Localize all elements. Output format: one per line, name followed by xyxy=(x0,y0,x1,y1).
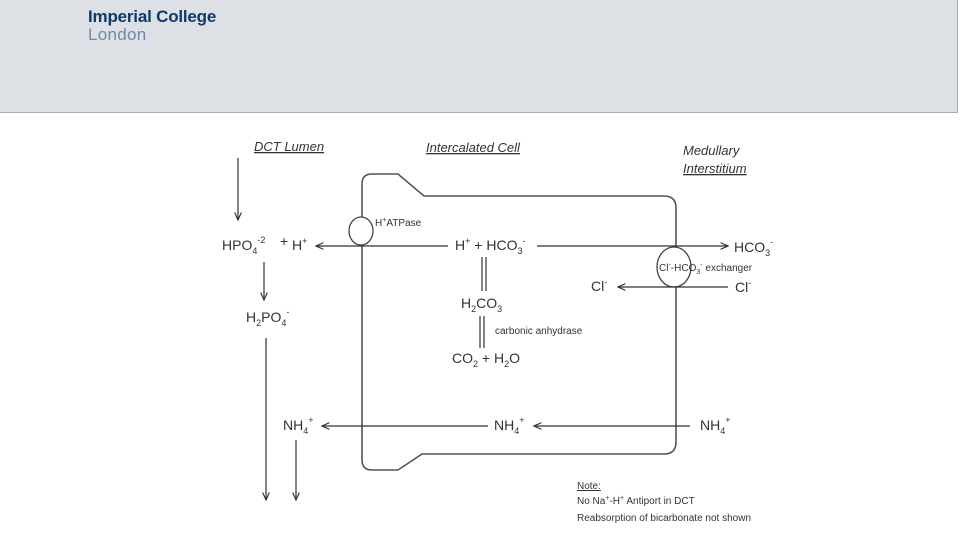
h2po4-label: H2PO4- xyxy=(246,307,289,328)
heading-dct-lumen: DCT Lumen xyxy=(254,139,324,154)
hpo4-label: HPO4-2 xyxy=(222,235,265,256)
h-hco3-label: H+ + HCO3- xyxy=(455,236,525,256)
plus-sign: + xyxy=(280,233,288,249)
hco3-interstitium: HCO3- xyxy=(734,237,773,258)
heading-interstitium: Interstitium xyxy=(683,161,747,176)
nh4-interstitium: NH4+ xyxy=(700,415,731,436)
cl-intracellular: Cl- xyxy=(591,277,607,294)
nh4-intracellular: NH4+ xyxy=(494,415,525,436)
exchanger-label: Cl--HCO3- exchanger xyxy=(659,262,753,276)
cl-interstitium: Cl- xyxy=(735,278,751,295)
h-ion-lumen: H+ xyxy=(292,236,307,253)
logo-line-1: Imperial College xyxy=(88,7,217,26)
h-atpase-label: H+ATPase xyxy=(375,217,422,229)
note-line-2: Reabsorption of bicarbonate not shown xyxy=(577,513,751,524)
note-line-1: No Na+-H+ Antiport in DCT xyxy=(577,495,695,507)
h2co3-label: H2CO3 xyxy=(461,295,502,314)
imperial-college-logo: Imperial College London xyxy=(88,8,216,43)
slide-header: Imperial College London xyxy=(0,0,958,113)
h-atpase-pump xyxy=(348,216,374,246)
co2-h2o-label: CO2 + H2O xyxy=(452,350,520,369)
note-title: Note: xyxy=(577,481,601,492)
nh4-lumen: NH4+ xyxy=(283,415,314,436)
intercalated-cell-outline xyxy=(361,173,677,471)
heading-intercalated-cell: Intercalated Cell xyxy=(426,140,521,155)
heading-medullary: Medullary xyxy=(683,143,741,158)
carbonic-anhydrase-label: carbonic anhydrase xyxy=(495,326,583,337)
logo-line-2: London xyxy=(88,25,147,44)
